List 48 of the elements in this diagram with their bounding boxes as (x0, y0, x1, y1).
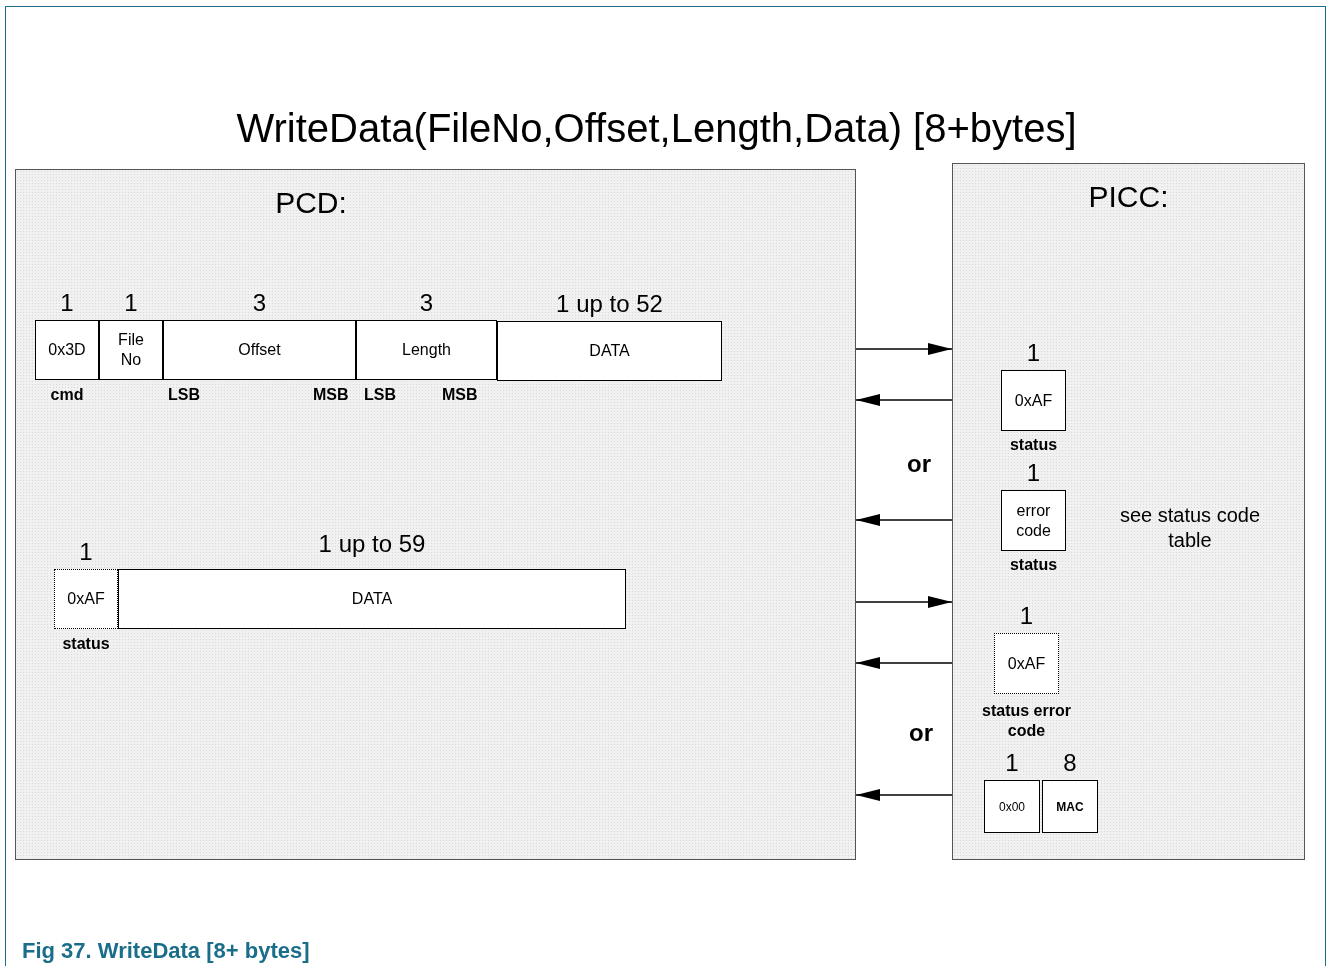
field-value: Length (402, 340, 451, 360)
alternative-label: or (908, 718, 934, 748)
field-label: status error code (981, 701, 1072, 741)
byte-order-label: LSB (168, 385, 201, 405)
arrow (855, 657, 953, 669)
field-value: 0x3D (48, 340, 86, 360)
byte-count: 1 (1018, 604, 1035, 628)
arrow (855, 789, 953, 801)
panel-title: PICC: (1087, 179, 1170, 215)
panel-title: PCD: (274, 185, 348, 221)
byte-count: 1 (59, 291, 75, 315)
byte-count: 8 (1062, 751, 1078, 775)
byte-count: 1 (1004, 751, 1020, 775)
note-text: see status code table (1118, 503, 1262, 553)
byte-count: 3 (418, 291, 435, 315)
figure-caption: Fig 37. WriteData [8+ bytes] (22, 937, 310, 965)
arrow (855, 514, 953, 526)
byte-count: 1 (1025, 341, 1042, 365)
byte-count: 1 up to 52 (555, 292, 664, 316)
field-label: status (61, 634, 111, 654)
arrow (855, 394, 953, 406)
field-label: status (1008, 435, 1059, 455)
byte-order-label: MSB (313, 385, 350, 405)
arrow (855, 596, 953, 608)
field-value: error code (1015, 500, 1052, 541)
byte-order-label: LSB (364, 385, 397, 405)
field-value: Offset (238, 340, 281, 360)
field-value: DATA (351, 589, 393, 609)
byte-order-label: MSB (442, 385, 479, 405)
field-value: 0x00 (999, 798, 1025, 816)
field-value: 0xAF (1014, 390, 1053, 411)
byte-count: 1 (78, 540, 94, 564)
field-value: 0xAF (67, 589, 105, 609)
field-value: DATA (589, 341, 630, 361)
field-value: MAC (1056, 798, 1084, 816)
diagram-title: WriteData(FileNo,Offset,Length,Data) [8+bytes] (235, 105, 1078, 152)
byte-count: 1 (123, 291, 139, 315)
byte-count: 1 (1025, 461, 1042, 485)
arrow (855, 343, 953, 355)
field-label: cmd (49, 385, 85, 405)
byte-count: 3 (251, 291, 268, 315)
field-value: File No (117, 330, 145, 370)
byte-count: 1 up to 59 (317, 532, 427, 556)
field-value: 0xAF (1007, 653, 1046, 674)
frame-panel (952, 163, 1305, 860)
field-label: status (1008, 555, 1059, 575)
alternative-label: or (906, 449, 932, 479)
frame-panel (15, 169, 856, 860)
